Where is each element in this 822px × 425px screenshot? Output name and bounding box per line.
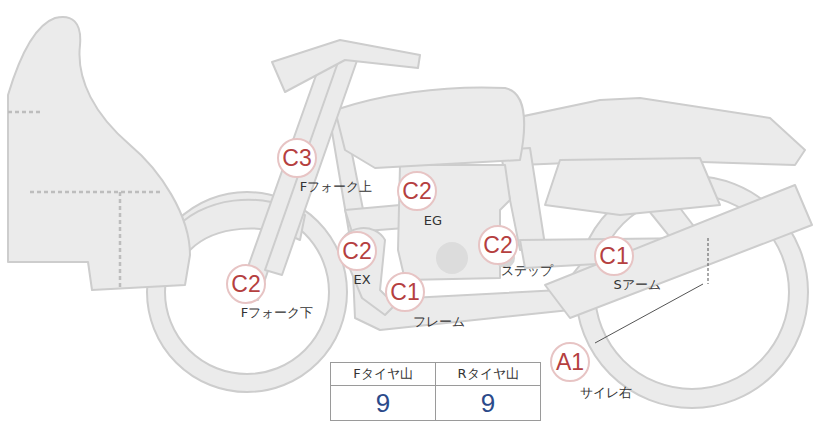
damage-code: C3 bbox=[277, 138, 317, 178]
side-cover bbox=[545, 158, 720, 215]
frame-tube bbox=[345, 205, 405, 232]
table-value: 9 bbox=[331, 386, 435, 420]
damage-code: A1 bbox=[550, 342, 590, 382]
leader-line bbox=[595, 284, 703, 343]
part-name: Sアーム bbox=[613, 277, 660, 293]
table-rule bbox=[435, 363, 436, 421]
damage-code: C2 bbox=[337, 231, 377, 271]
table-header: Rタイヤ山 bbox=[436, 363, 540, 385]
damage-code: C2 bbox=[226, 264, 266, 304]
tread-table bbox=[331, 363, 541, 421]
leader-line bbox=[708, 238, 709, 284]
engine-cover bbox=[436, 242, 468, 274]
part-name: Fフォーク下 bbox=[241, 305, 313, 321]
panel-division bbox=[8, 111, 42, 114]
fuel-tank bbox=[335, 87, 524, 168]
part-name: Fフォーク上 bbox=[300, 179, 372, 195]
handlebar bbox=[272, 40, 420, 92]
panel-division bbox=[119, 192, 122, 288]
damage-code: C2 bbox=[397, 171, 437, 211]
part-name: EG bbox=[424, 213, 442, 229]
damage-code: C1 bbox=[594, 236, 634, 276]
part-name: ステップ bbox=[501, 263, 553, 279]
part-name: フレーム bbox=[413, 314, 465, 330]
panel-division bbox=[30, 191, 160, 194]
table-header: Fタイヤ山 bbox=[331, 363, 435, 385]
part-name: EX bbox=[353, 272, 370, 288]
muffler bbox=[545, 185, 812, 318]
damage-code: C1 bbox=[385, 272, 425, 312]
fairing bbox=[8, 17, 190, 290]
seat bbox=[505, 98, 805, 165]
part-name: サイレ右 bbox=[580, 385, 632, 401]
table-value: 9 bbox=[436, 386, 540, 420]
damage-code: C2 bbox=[478, 225, 518, 265]
